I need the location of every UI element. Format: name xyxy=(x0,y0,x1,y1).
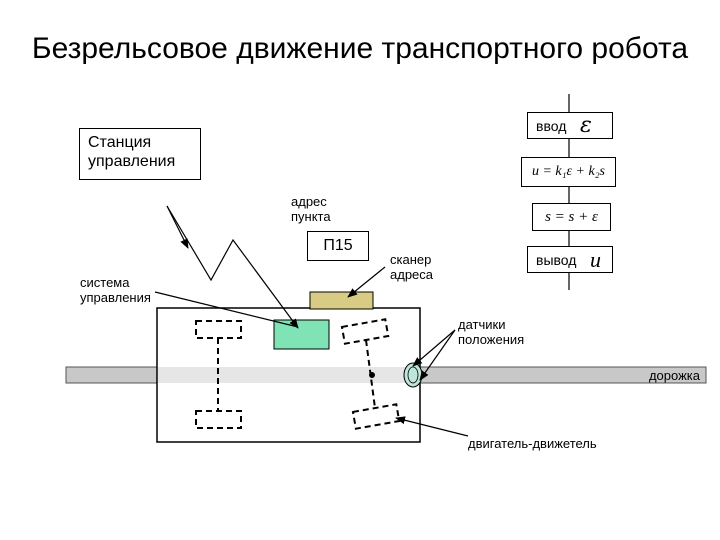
output-block: вывод u xyxy=(527,246,613,273)
output-label: вывод xyxy=(536,252,577,268)
control-system-pointer xyxy=(154,291,299,328)
control-system-label: система управления xyxy=(80,275,151,305)
accumulator-block: s = s + ε xyxy=(532,203,611,231)
slide-title: Безрельсовое движение транспортного робо… xyxy=(31,32,689,65)
scanner-pointer xyxy=(347,266,386,298)
sensor-pointer-bottom xyxy=(419,329,456,381)
address-point-label: адрес пункта xyxy=(291,194,331,224)
control-law-block: u = k₁ε + k₂s xyxy=(521,157,616,187)
accumulator-formula: s = s + ε xyxy=(545,209,598,225)
wheel-front-right xyxy=(340,318,390,345)
motor-pointer xyxy=(395,416,469,437)
control-station-label: Станция управления xyxy=(88,134,176,170)
input-label: ввод xyxy=(536,118,567,134)
sensor-bottom xyxy=(407,366,419,384)
radio-link-arrow xyxy=(166,205,299,329)
address-tag-box: П15 xyxy=(307,231,369,261)
address-tag-label: П15 xyxy=(323,237,353,254)
wheel-rear-right xyxy=(351,403,401,430)
sensor-pointer-top xyxy=(412,329,456,367)
motor-label: двигатель-движетель xyxy=(468,436,597,451)
track-label: дорожка xyxy=(648,368,700,383)
scanner xyxy=(309,291,374,310)
scanner-label: сканер адреса xyxy=(390,252,434,282)
pivot-point xyxy=(369,372,375,378)
track-inside-robot xyxy=(158,367,419,383)
radio-link-start xyxy=(166,205,189,249)
output-symbol: u xyxy=(590,247,601,272)
control-law-formula: u = k₁ε + k₂s xyxy=(531,164,606,179)
position-sensors-label: датчики положения xyxy=(458,317,525,347)
control-station-box: Станция управления xyxy=(79,128,201,180)
input-symbol: ε xyxy=(580,113,592,138)
control-module xyxy=(273,319,330,350)
input-block: ввод ε xyxy=(527,112,613,139)
left-wheel-assembly xyxy=(195,320,242,429)
